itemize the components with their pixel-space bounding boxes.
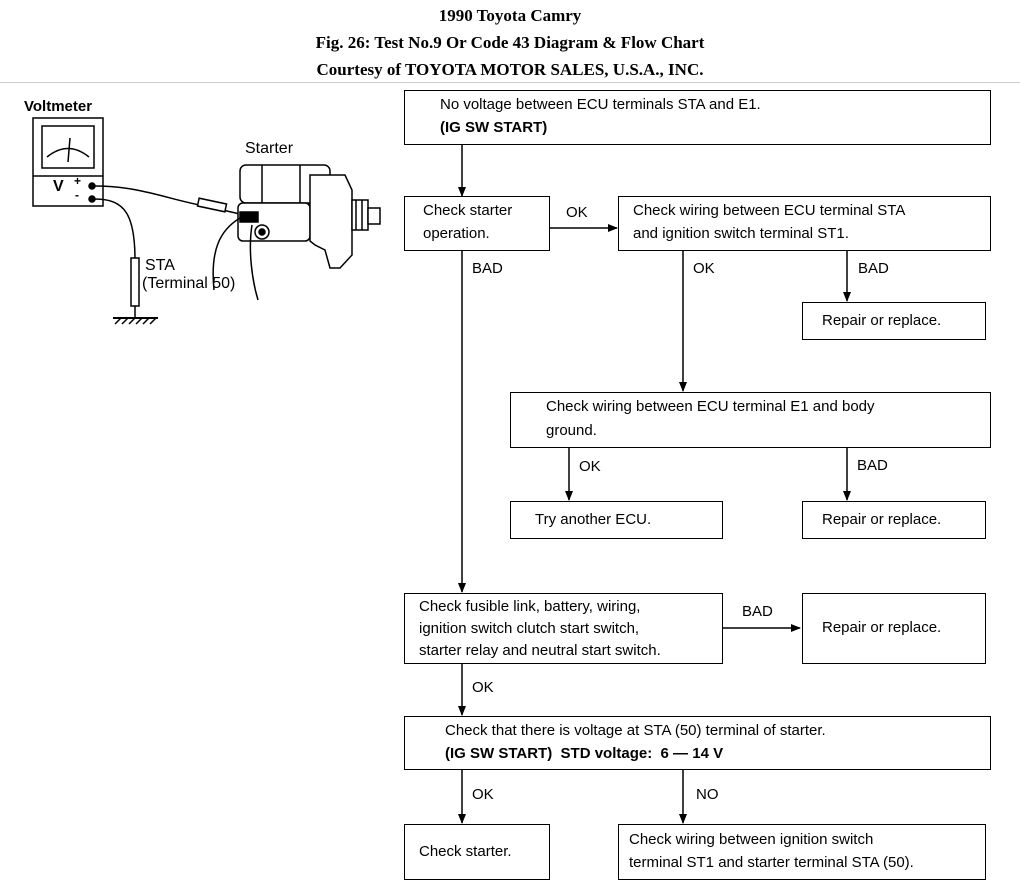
repair-or-replace-text-3: Repair or replace. [822, 619, 942, 636]
header-courtesy: Courtesy of TOYOTA MOTOR SALES, U.S.A., … [316, 60, 704, 79]
voltmeter-illustration [32, 117, 241, 325]
check-wiring-e1-text-2: ground. [546, 422, 597, 439]
edge-label-bad-2: BAD [858, 260, 889, 277]
sta-label: STA [145, 257, 175, 274]
check-starter-operation-box: Check starter operation. [404, 196, 550, 251]
check-voltage-sta-box: Check that there is voltage at STA (50) … [404, 716, 991, 770]
start-condition-box: No voltage between ECU terminals STA and… [404, 90, 991, 145]
meter-plus-terminal: + [74, 174, 82, 188]
edge-label-bad-1: BAD [472, 260, 503, 277]
repair-or-replace-text-2: Repair or replace. [822, 511, 942, 528]
check-wiring-e1-text-1: Check wiring between ECU terminal E1 and… [546, 398, 875, 415]
check-voltage-sta-spec: (IG SW START) STD voltage: 6 — 14 V [445, 745, 724, 762]
repair-or-replace-text-1: Repair or replace. [822, 312, 942, 329]
check-starter-text: Check starter. [419, 843, 512, 860]
meter-minus-terminal: - [75, 188, 79, 202]
check-wiring-st1-sta-text-1: Check wiring between ignition switch [629, 831, 874, 848]
check-fusible-link-text-1: Check fusible link, battery, wiring, [419, 598, 641, 615]
check-wiring-sta-st1-box: Check wiring between ECU terminal STA an… [618, 196, 991, 251]
voltmeter-label: Voltmeter [24, 98, 93, 115]
check-fusible-link-box: Check fusible link, battery, wiring, ign… [404, 593, 723, 664]
header-title: 1990 Toyota Camry [438, 6, 582, 25]
check-fusible-link-text-3: starter relay and neutral start switch. [419, 642, 661, 659]
check-wiring-sta-st1-text-1: Check wiring between ECU terminal STA [633, 202, 906, 219]
edge-label-ok-4: OK [472, 679, 494, 696]
repair-or-replace-box-2: Repair or replace. [802, 501, 986, 539]
repair-or-replace-box-3: Repair or replace. [802, 593, 986, 664]
try-another-ecu-text: Try another ECU. [535, 511, 652, 528]
starter-motor-illustration [212, 164, 381, 301]
check-wiring-sta-st1-text-2: and ignition switch terminal ST1. [633, 225, 849, 242]
edge-label-ok-2: OK [693, 260, 715, 277]
edge-label-bad-3: BAD [857, 457, 888, 474]
check-starter-box: Check starter. [404, 824, 550, 880]
check-wiring-st1-sta-text-2: terminal ST1 and starter terminal STA (5… [629, 854, 914, 871]
meter-symbol: V [53, 178, 64, 195]
edge-label-ok-3: OK [579, 458, 601, 475]
start-condition-text: No voltage between ECU terminals STA and… [440, 96, 761, 113]
repair-or-replace-box-1: Repair or replace. [802, 302, 986, 340]
check-wiring-e1-box: Check wiring between ECU terminal E1 and… [510, 392, 991, 448]
check-fusible-link-text-2: ignition switch clutch start switch, [419, 620, 640, 637]
terminal-50-label: (Terminal 50) [142, 275, 236, 292]
header-figure-caption: Fig. 26: Test No.9 Or Code 43 Diagram & … [315, 33, 705, 52]
edge-label-no-5: NO [696, 786, 719, 803]
check-wiring-st1-sta-box: Check wiring between ignition switch ter… [618, 824, 986, 880]
starter-label: Starter [245, 140, 294, 157]
check-starter-operation-text-2: operation. [423, 225, 490, 242]
check-voltage-sta-text: Check that there is voltage at STA (50) … [445, 722, 826, 739]
start-condition-mode: (IG SW START) [440, 119, 548, 136]
edge-label-ok-5: OK [472, 786, 494, 803]
header-divider [0, 82, 1020, 83]
edge-label-bad-4: BAD [742, 603, 773, 620]
try-another-ecu-box: Try another ECU. [510, 501, 723, 539]
edge-label-ok-1: OK [566, 204, 588, 221]
check-starter-operation-text-1: Check starter [423, 202, 513, 219]
